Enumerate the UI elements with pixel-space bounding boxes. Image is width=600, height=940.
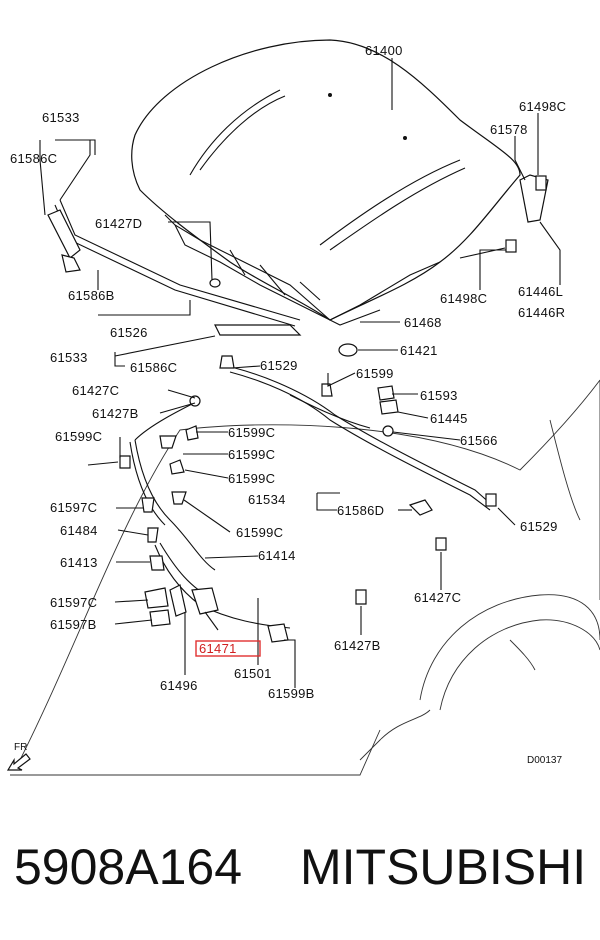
part-number: 5908A164 — [14, 839, 243, 895]
direction-label: FR — [14, 742, 27, 753]
callout-label: 61414 — [258, 548, 296, 563]
callout-label: 61471 — [199, 641, 237, 656]
arrow-icon — [6, 753, 31, 771]
callout-label: 61586D — [337, 503, 384, 518]
callout-label: 61498C — [440, 291, 487, 306]
callout-label: 61597C — [50, 500, 97, 515]
leader-lines — [39, 58, 561, 688]
brand-name: MITSUBISHI — [300, 839, 587, 895]
callout-label: 61496 — [160, 678, 198, 693]
callout-label: 61427C — [414, 590, 461, 605]
callout-label: 61566 — [460, 433, 498, 448]
callout-label: 61498C — [519, 99, 566, 114]
callout-label: 61578 — [490, 122, 528, 137]
callout-label: 61421 — [400, 343, 438, 358]
callout-label: 61529 — [260, 358, 298, 373]
callout-label: 61427B — [92, 406, 139, 421]
highlight-box — [195, 640, 261, 657]
callout-label: 61413 — [60, 555, 98, 570]
callout-label: 61446L — [518, 284, 563, 299]
callout-label: 61427B — [334, 638, 381, 653]
callout-label: 61501 — [234, 666, 272, 681]
parts-diagram: 61400 61498C 61578 61533 61586C 61427D 6… — [6, 39, 600, 776]
callout-label: 61400 — [365, 43, 403, 58]
hood-panel — [131, 39, 521, 326]
callout-label: 61427C — [72, 383, 119, 398]
callout-label: 61599C — [228, 425, 275, 440]
callout-label: 61445 — [430, 411, 468, 426]
front-direction-indicator: FR — [6, 742, 31, 771]
callout-label: 61599B — [268, 686, 315, 701]
callout-label: 61534 — [248, 492, 286, 507]
callout-label: 61427D — [95, 216, 142, 231]
callout-label: 61599C — [236, 525, 283, 540]
callout-label: 61586B — [68, 288, 115, 303]
callout-labels: 61400 61498C 61578 61533 61586C 61427D 6… — [10, 43, 566, 701]
callout-label: 61533 — [50, 350, 88, 365]
callout-label: 61484 — [60, 523, 98, 538]
callout-label: 61586C — [10, 151, 57, 166]
callout-label: 61597B — [50, 617, 97, 632]
callout-label: 61593 — [420, 388, 458, 403]
callout-label: 61533 — [42, 110, 80, 125]
callout-label: 61446R — [518, 305, 565, 320]
diagram-code: D00137 — [527, 755, 562, 766]
callout-label: 61468 — [404, 315, 442, 330]
callout-label: 61599C — [55, 429, 102, 444]
callout-label: 61586C — [130, 360, 177, 375]
hood-components — [47, 174, 549, 643]
callout-label: 61526 — [110, 325, 148, 340]
callout-label: 61529 — [520, 519, 558, 534]
callout-label: 61597C — [50, 595, 97, 610]
callout-label: 61599C — [228, 447, 275, 462]
footer: 5908A164 MITSUBISHI — [0, 820, 600, 920]
car-body-outline — [10, 379, 600, 776]
callout-label: 61599 — [356, 366, 394, 381]
callout-label: 61599C — [228, 471, 275, 486]
